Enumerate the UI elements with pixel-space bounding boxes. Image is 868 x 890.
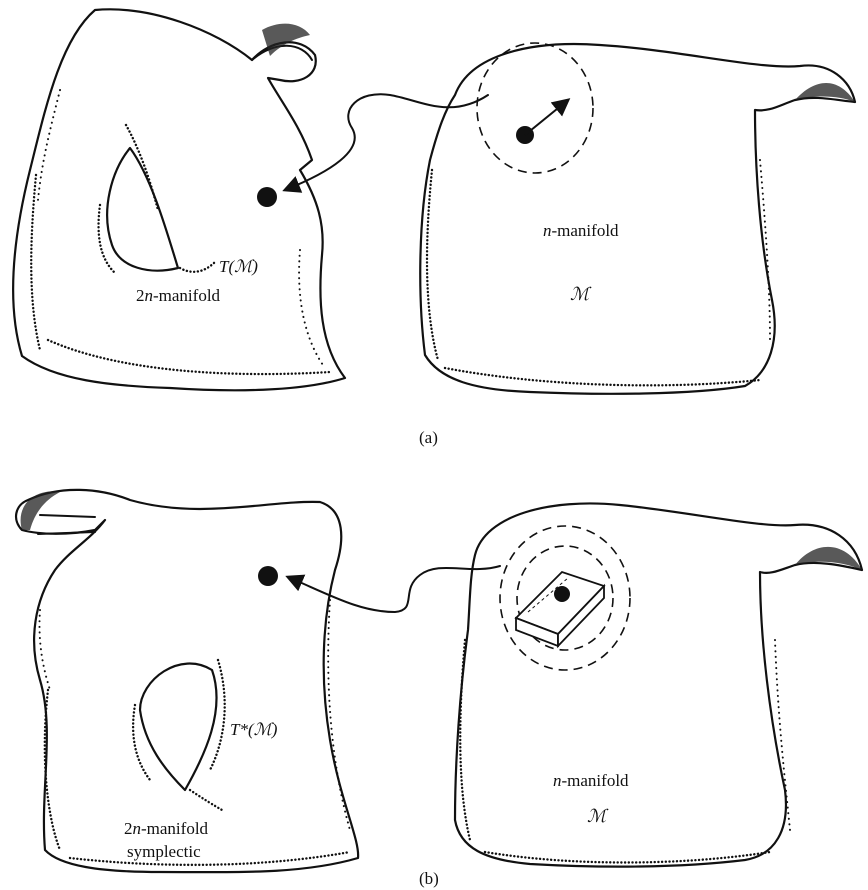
point-in-cotangent-bundle bbox=[258, 566, 278, 586]
base-point-b bbox=[554, 586, 570, 602]
right-dimension-label-b: n-manifold bbox=[553, 771, 629, 790]
panel-a: T(ℳ) 2n-manifold n-manifold ℳ (a) bbox=[13, 9, 855, 447]
symplectic-label: symplectic bbox=[127, 842, 201, 861]
tangent-bundle-surface bbox=[13, 9, 345, 390]
tangent-bundle-label: T(ℳ) bbox=[219, 257, 258, 276]
caption-b: (b) bbox=[419, 869, 439, 888]
left-dimension-label: 2n-manifold bbox=[136, 286, 221, 305]
point-in-bundle bbox=[257, 187, 277, 207]
panel-b: T*(ℳ) 2n-manifold symplectic n-manifold … bbox=[16, 490, 862, 888]
manifold-symbol-b: ℳ bbox=[587, 806, 609, 826]
cotangent-bundle-surface bbox=[16, 490, 358, 872]
caption-a: (a) bbox=[419, 428, 438, 447]
right-dimension-label: n-manifold bbox=[543, 221, 619, 240]
left-dimension-label-b: 2n-manifold bbox=[124, 819, 209, 838]
manifold-symbol: ℳ bbox=[570, 284, 592, 304]
base-manifold-surface-b bbox=[455, 503, 862, 866]
cotangent-bundle-label: T*(ℳ) bbox=[230, 720, 278, 739]
